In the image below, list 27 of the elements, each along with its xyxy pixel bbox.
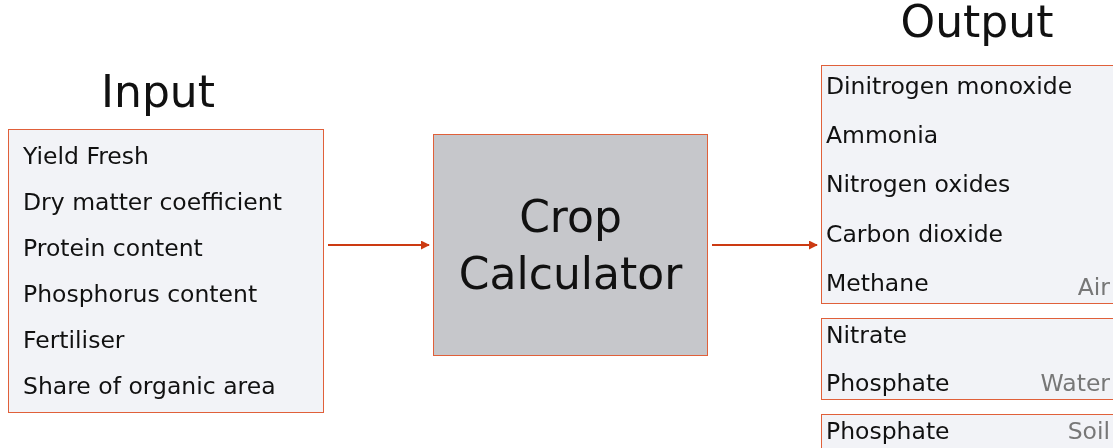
output-item: Phosphate bbox=[826, 417, 950, 446]
input-item: Phosphorus content bbox=[23, 279, 258, 309]
input-item: Protein content bbox=[23, 233, 203, 263]
output-box bbox=[821, 65, 1113, 304]
output-item: Ammonia bbox=[826, 121, 939, 150]
output-heading: Output bbox=[899, 0, 1055, 47]
input-item: Share of organic area bbox=[23, 371, 276, 400]
category-label: Air bbox=[1077, 273, 1110, 301]
category-label: Water bbox=[1040, 369, 1110, 397]
input-item: Dry matter coefficient bbox=[23, 187, 282, 217]
process-label: Crop Calculator bbox=[457, 189, 684, 301]
output-item: Nitrogen oxides bbox=[826, 170, 1011, 199]
output-item: Dinitrogen monoxide bbox=[826, 72, 1073, 101]
input-item: Fertiliser bbox=[23, 325, 125, 354]
output-box bbox=[821, 318, 1113, 400]
output-item: Nitrate bbox=[826, 321, 908, 350]
arrow bbox=[711, 240, 818, 250]
category-label: Soil bbox=[1067, 417, 1110, 445]
output-box bbox=[821, 414, 1113, 448]
output-item: Phosphate bbox=[826, 368, 950, 397]
process-box bbox=[433, 134, 708, 356]
output-item: Carbon dioxide bbox=[826, 219, 1004, 248]
output-item: Methane bbox=[826, 268, 929, 297]
input-heading: Input bbox=[100, 66, 216, 117]
arrow bbox=[327, 240, 430, 250]
input-box bbox=[8, 129, 324, 413]
input-item: Yield Fresh bbox=[23, 142, 149, 171]
